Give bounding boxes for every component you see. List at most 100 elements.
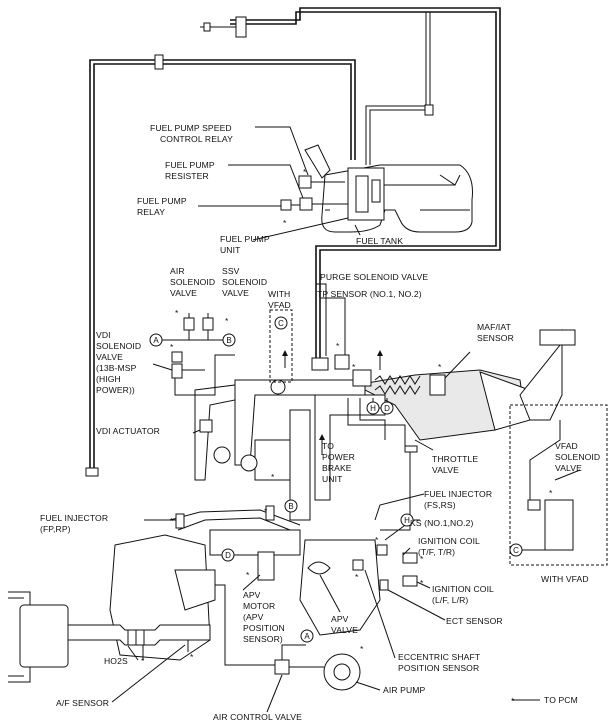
ignition-coil-t-icon	[402, 552, 418, 564]
pcm-marker: *	[225, 316, 229, 326]
solenoid-valves	[162, 317, 235, 433]
air-solenoid-valve-icon	[183, 317, 195, 331]
tp-sensor-label: TP SENSOR (NO.1, NO.2)	[317, 289, 422, 299]
pcm-marker: *	[420, 578, 424, 588]
pcm-marker: *	[549, 488, 553, 498]
svg-text:C: C	[278, 319, 284, 328]
vdi-actuator-box-icon	[199, 419, 213, 433]
fuel-injector-fs-rs-label: FUEL INJECTOR (FS,RS)	[424, 489, 495, 510]
svg-text:C: C	[513, 546, 519, 555]
pcm-marker: *	[246, 570, 250, 580]
intake-system	[194, 329, 576, 531]
air-control-valve-icon	[274, 659, 290, 675]
vfad-region	[269, 309, 608, 566]
purge-solenoid-valve-label: PURGE SOLENOID VALVE	[320, 272, 428, 282]
to-power-brake-unit-label: TO POWER BRAKE UNIT	[322, 441, 357, 484]
maf-iat-sensor-icon	[429, 374, 446, 396]
fuel-pump-relay-icon	[280, 199, 292, 211]
pcm-marker: *	[271, 472, 275, 482]
with-vfad-right-label: WITH VFAD	[541, 574, 589, 584]
svg-text:B: B	[226, 336, 231, 345]
pcm-marker: *	[355, 572, 359, 582]
vdi-solenoid-valve-label: VDI SOLENOID VALVE (13B-MSP (HIGH POWER)…	[96, 330, 144, 395]
ignition-coil-l-label: IGNITION COIL (L/F, L/R)	[432, 584, 496, 605]
pcm-marker: *	[375, 535, 379, 545]
labels: FUEL PUMP SPEED CONTROL RELAY FUEL PUMP …	[40, 123, 603, 722]
fuel-pump-resister-label: FUEL PUMP RESISTER	[165, 160, 217, 181]
connector-c	[274, 316, 288, 330]
svg-text:D: D	[384, 404, 390, 413]
pcm-marker: *	[352, 362, 356, 372]
fuel-tank-label: FUEL TANK	[356, 236, 403, 246]
catalytic-converter-icon	[174, 569, 216, 611]
vdi-solenoid-valve-icon	[171, 351, 183, 363]
svg-text:A: A	[153, 336, 159, 345]
ks-label: KS (NO.1,NO.2)	[410, 518, 474, 528]
pcm-markers: * * * * * * * * * * * * * * * * * * * *	[141, 167, 553, 666]
ect-sensor-label: ECT SENSOR	[446, 616, 503, 626]
vfad-solenoid-valve-icon	[527, 499, 541, 511]
air-control-valve-label: AIR CONTROL VALVE	[213, 712, 302, 722]
vfad-actuator-icon	[544, 499, 574, 551]
with-vfad-boundary	[509, 404, 608, 566]
svg-text:D: D	[225, 551, 231, 560]
fuel-pump-resister-icon	[299, 197, 313, 211]
af-sensor-label: A/F SENSOR	[56, 698, 109, 708]
fuel-lines	[85, 7, 501, 477]
apv-valve-label: APV VALVE	[331, 614, 358, 635]
svg-text:B: B	[288, 502, 293, 511]
vfad-solenoid-valve-label: VFAD SOLENOID VALVE	[555, 441, 603, 473]
pcm-marker: *	[170, 342, 174, 352]
pcm-marker: *	[141, 656, 145, 666]
vdi-actuator-label: VDI ACTUATOR	[96, 426, 160, 436]
connector-b-2	[284, 499, 298, 513]
throttle-valve-label: THROTTLE VALVE	[432, 454, 481, 475]
exhaust	[8, 569, 361, 691]
connector-b	[222, 333, 236, 347]
svg-text:H: H	[370, 404, 376, 413]
connectors: A B C H D B H D A C	[149, 316, 528, 643]
pcm-marker: *	[170, 516, 174, 526]
ssv-solenoid-valve-label: SSV SOLENOID VALVE	[222, 266, 270, 298]
pcm-marker: *	[190, 652, 194, 662]
svg-text:H: H	[404, 516, 410, 525]
pcm-marker: *	[303, 167, 307, 177]
air-solenoid-valve-label: AIR SOLENOID VALVE	[170, 266, 218, 298]
ignition-coil-l-icon	[402, 575, 418, 587]
fuel-pump-relay-label: FUEL PUMP RELAY	[137, 196, 189, 217]
fuel-pump-speed-control-relay-label: FUEL PUMP SPEED CONTROL RELAY	[150, 123, 234, 144]
eccentric-shaft-position-sensor-label: ECCENTRIC SHAFT POSITION SENSOR	[398, 652, 483, 673]
throttle-body-icon	[352, 369, 372, 387]
pcm-marker: *	[360, 644, 364, 654]
fuel-pump-speed-control-relay-icon	[304, 144, 331, 179]
pcm-marker: *	[336, 341, 340, 351]
ho2s-label: HO2S	[104, 656, 128, 666]
ignition-coil-t-label: IGNITION COIL (T/F, T/R)	[418, 536, 482, 557]
with-vfad-top-boundary	[269, 309, 293, 383]
apv-valve-icon	[307, 561, 331, 575]
fuel-injector-fp-icon	[175, 513, 185, 529]
with-vfad-top-label: WITH VFAD	[268, 289, 293, 310]
fuel-line-joint-icon	[424, 104, 434, 116]
apv-motor-label: APV MOTOR (APV POSITION SENSOR)	[243, 590, 287, 644]
pcm-marker: *	[283, 218, 287, 228]
fuel-line-joint-icon	[85, 467, 99, 477]
pcm-marker: *	[175, 308, 179, 318]
air-pump-label: AIR PUMP	[383, 685, 426, 695]
ect-sensor-icon	[379, 579, 389, 591]
vdi-actuator-icon	[213, 446, 231, 464]
pcm-legend-mark: *	[511, 696, 515, 706]
vdi-valve-icon	[270, 379, 286, 395]
pcm-marker: *	[420, 554, 424, 564]
ssv-solenoid-valve-icon	[202, 317, 214, 331]
connector-a-2	[300, 629, 314, 643]
fuel-line-joint-icon	[154, 54, 164, 70]
pcm-marker: *	[264, 506, 268, 516]
purge-solenoid-valve-icon	[334, 354, 350, 370]
muffler-icon	[19, 604, 69, 668]
filler-cap-icon	[235, 16, 247, 38]
fuel-pump-unit-label: FUEL PUMP UNIT	[220, 234, 272, 255]
fuel-injector-fs-icon	[265, 505, 275, 521]
fuel-injector-fp-rp-label: FUEL INJECTOR (FP,RP)	[40, 513, 111, 534]
